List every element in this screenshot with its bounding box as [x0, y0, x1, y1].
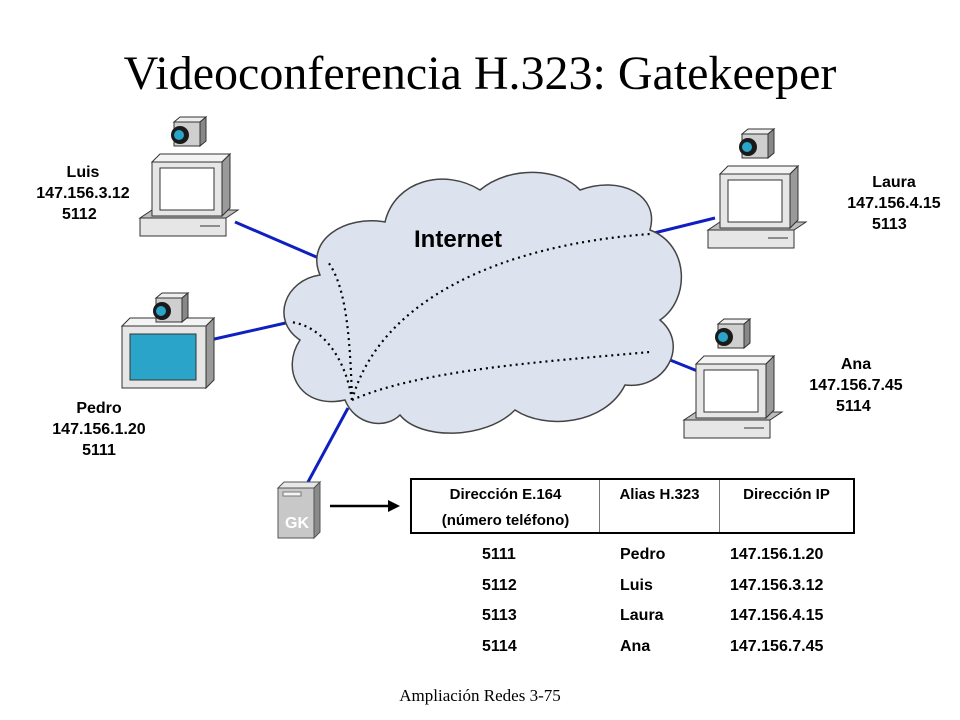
- row-alias: Luis: [620, 576, 653, 594]
- laura-ip: 147.156.4.15: [847, 195, 941, 212]
- pedro-ip: 147.156.1.20: [52, 421, 146, 438]
- table-row: 5114 Ana 147.156.7.45: [410, 638, 855, 669]
- slide-title: Videoconferencia H.323: Gatekeeper: [123, 47, 837, 100]
- luis-name: Luis: [66, 164, 100, 181]
- pedro-name: Pedro: [76, 400, 122, 417]
- header-alias: Alias H.323: [600, 480, 720, 532]
- table-row: 5113 Laura 147.156.4.15: [410, 607, 855, 638]
- node-label-luis: Luis 147.156.3.12 5112: [28, 162, 138, 225]
- luis-ip: 147.156.3.12: [36, 185, 130, 202]
- computer-pedro: [120, 291, 216, 390]
- signalling-paths: [289, 232, 651, 402]
- header-ip: Dirección IP: [743, 486, 830, 503]
- luis-number: 5112: [62, 206, 97, 223]
- computer-ana: [683, 318, 783, 439]
- row-e164: 5114: [482, 637, 517, 655]
- header-e164-subtitle: (número teléfono): [441, 512, 570, 529]
- computer-laura: [707, 128, 807, 249]
- node-label-pedro: Pedro 147.156.1.20 5111: [40, 398, 158, 461]
- row-e164: 5112: [482, 576, 517, 594]
- row-ip: 147.156.1.20: [730, 546, 824, 563]
- ana-ip: 147.156.7.45: [809, 377, 903, 394]
- row-e164: 5113: [482, 607, 517, 624]
- row-alias: Pedro: [620, 546, 666, 563]
- link-laura: [649, 216, 716, 236]
- table-row: 5112 Luis 147.156.3.12: [410, 577, 855, 608]
- node-label-laura: Laura 147.156.4.15 5113: [836, 172, 952, 235]
- ana-number: 5114: [836, 398, 871, 415]
- row-ip: 147.156.4.15: [730, 607, 824, 624]
- table-row: 5111 Pedro 147.156.1.20: [410, 546, 855, 577]
- gatekeeper-table-rows: 5111 Pedro 147.156.1.20 5112 Luis 147.15…: [410, 546, 855, 668]
- link-luis: [234, 220, 329, 264]
- row-ip: 147.156.3.12: [730, 576, 824, 594]
- laura-number: 5113: [872, 216, 907, 233]
- laura-name: Laura: [872, 174, 916, 191]
- row-alias: Ana: [620, 637, 651, 655]
- link-pedro: [209, 320, 291, 342]
- row-alias: Laura: [620, 607, 664, 624]
- gatekeeper-label: GK: [285, 515, 309, 532]
- network-links: [209, 216, 716, 483]
- arrow-to-table: [330, 500, 400, 512]
- link-gk: [306, 407, 350, 483]
- ana-name: Ana: [840, 356, 872, 373]
- row-e164: 5111: [482, 546, 516, 563]
- node-label-ana: Ana 147.156.7.45 5114: [798, 354, 914, 417]
- gatekeeper-table-header: Dirección E.164 (número teléfono) Alias …: [410, 478, 855, 534]
- pedro-number: 5111: [82, 442, 116, 459]
- header-e164: Dirección E.164 (número teléfono): [412, 480, 600, 532]
- header-e164-title: Dirección E.164: [449, 486, 562, 503]
- gatekeeper-server: [276, 480, 322, 540]
- internet-label: Internet: [414, 226, 503, 253]
- internet-cloud: [283, 171, 682, 434]
- row-ip: 147.156.7.45: [730, 637, 824, 655]
- computer-luis: [139, 116, 239, 237]
- slide-footer: Ampliación Redes 3-75: [399, 686, 561, 705]
